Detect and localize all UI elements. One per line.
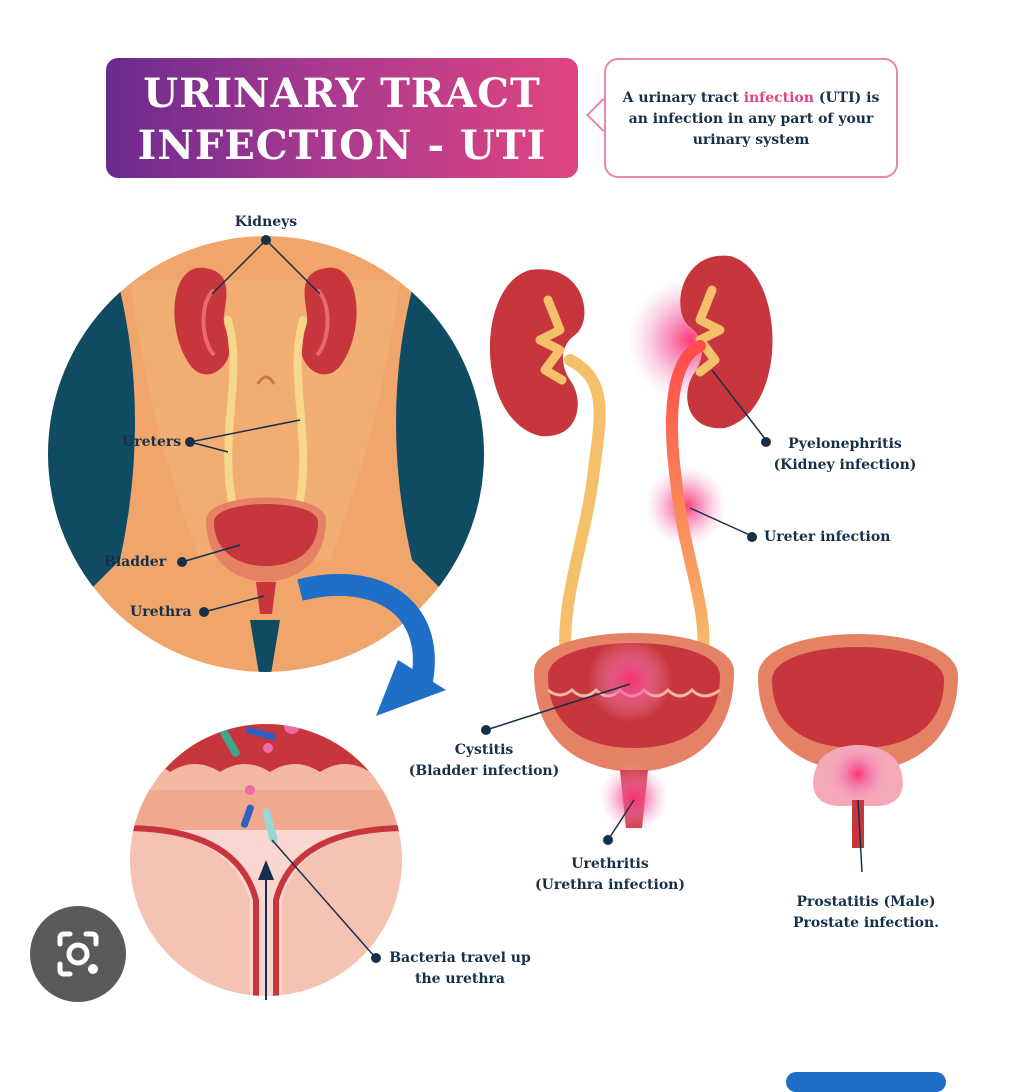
label-bacteria: Bacteria travel up the urethra [389, 950, 531, 987]
label-urethritis: Urethritis (Urethra infection) [535, 856, 685, 893]
kidney-left [174, 267, 231, 375]
camera-lens-icon [57, 931, 99, 977]
definition-callout: A urinary tract infection (UTI) is an in… [604, 58, 898, 178]
label-kidneys: Kidneys [234, 214, 298, 230]
bladder-left [206, 497, 326, 614]
lens-search-button[interactable] [30, 906, 126, 1002]
label-prostatitis: Prostatitis (Male) Prostate infection. [792, 894, 940, 931]
title-line-1: URINARY TRACT [143, 70, 541, 117]
partial-button[interactable] [786, 1072, 946, 1092]
kidney-right [300, 267, 357, 375]
label-urethra: Urethra [130, 604, 192, 620]
callout-highlight: infection [743, 90, 814, 106]
bladder-prostatitis [758, 634, 958, 848]
label-bladder: Bladder [104, 554, 167, 570]
curved-arrow-icon [297, 573, 446, 716]
kidney-right-illus-left [489, 269, 585, 437]
callout-text: A urinary tract infection (UTI) is an in… [622, 90, 880, 148]
kidney-right-illus-right [680, 255, 773, 429]
label-pyelonephritis: Pyelonephritis (Kidney infection) [773, 436, 917, 473]
title-line-2: INFECTION - UTI [137, 122, 547, 169]
label-ureter-infection: Ureter infection [764, 529, 891, 545]
label-cystitis: Cystitis (Bladder infection) [408, 742, 560, 779]
title-banner: URINARY TRACT INFECTION - UTI [106, 58, 578, 178]
label-ureters: Ureters [122, 434, 182, 450]
